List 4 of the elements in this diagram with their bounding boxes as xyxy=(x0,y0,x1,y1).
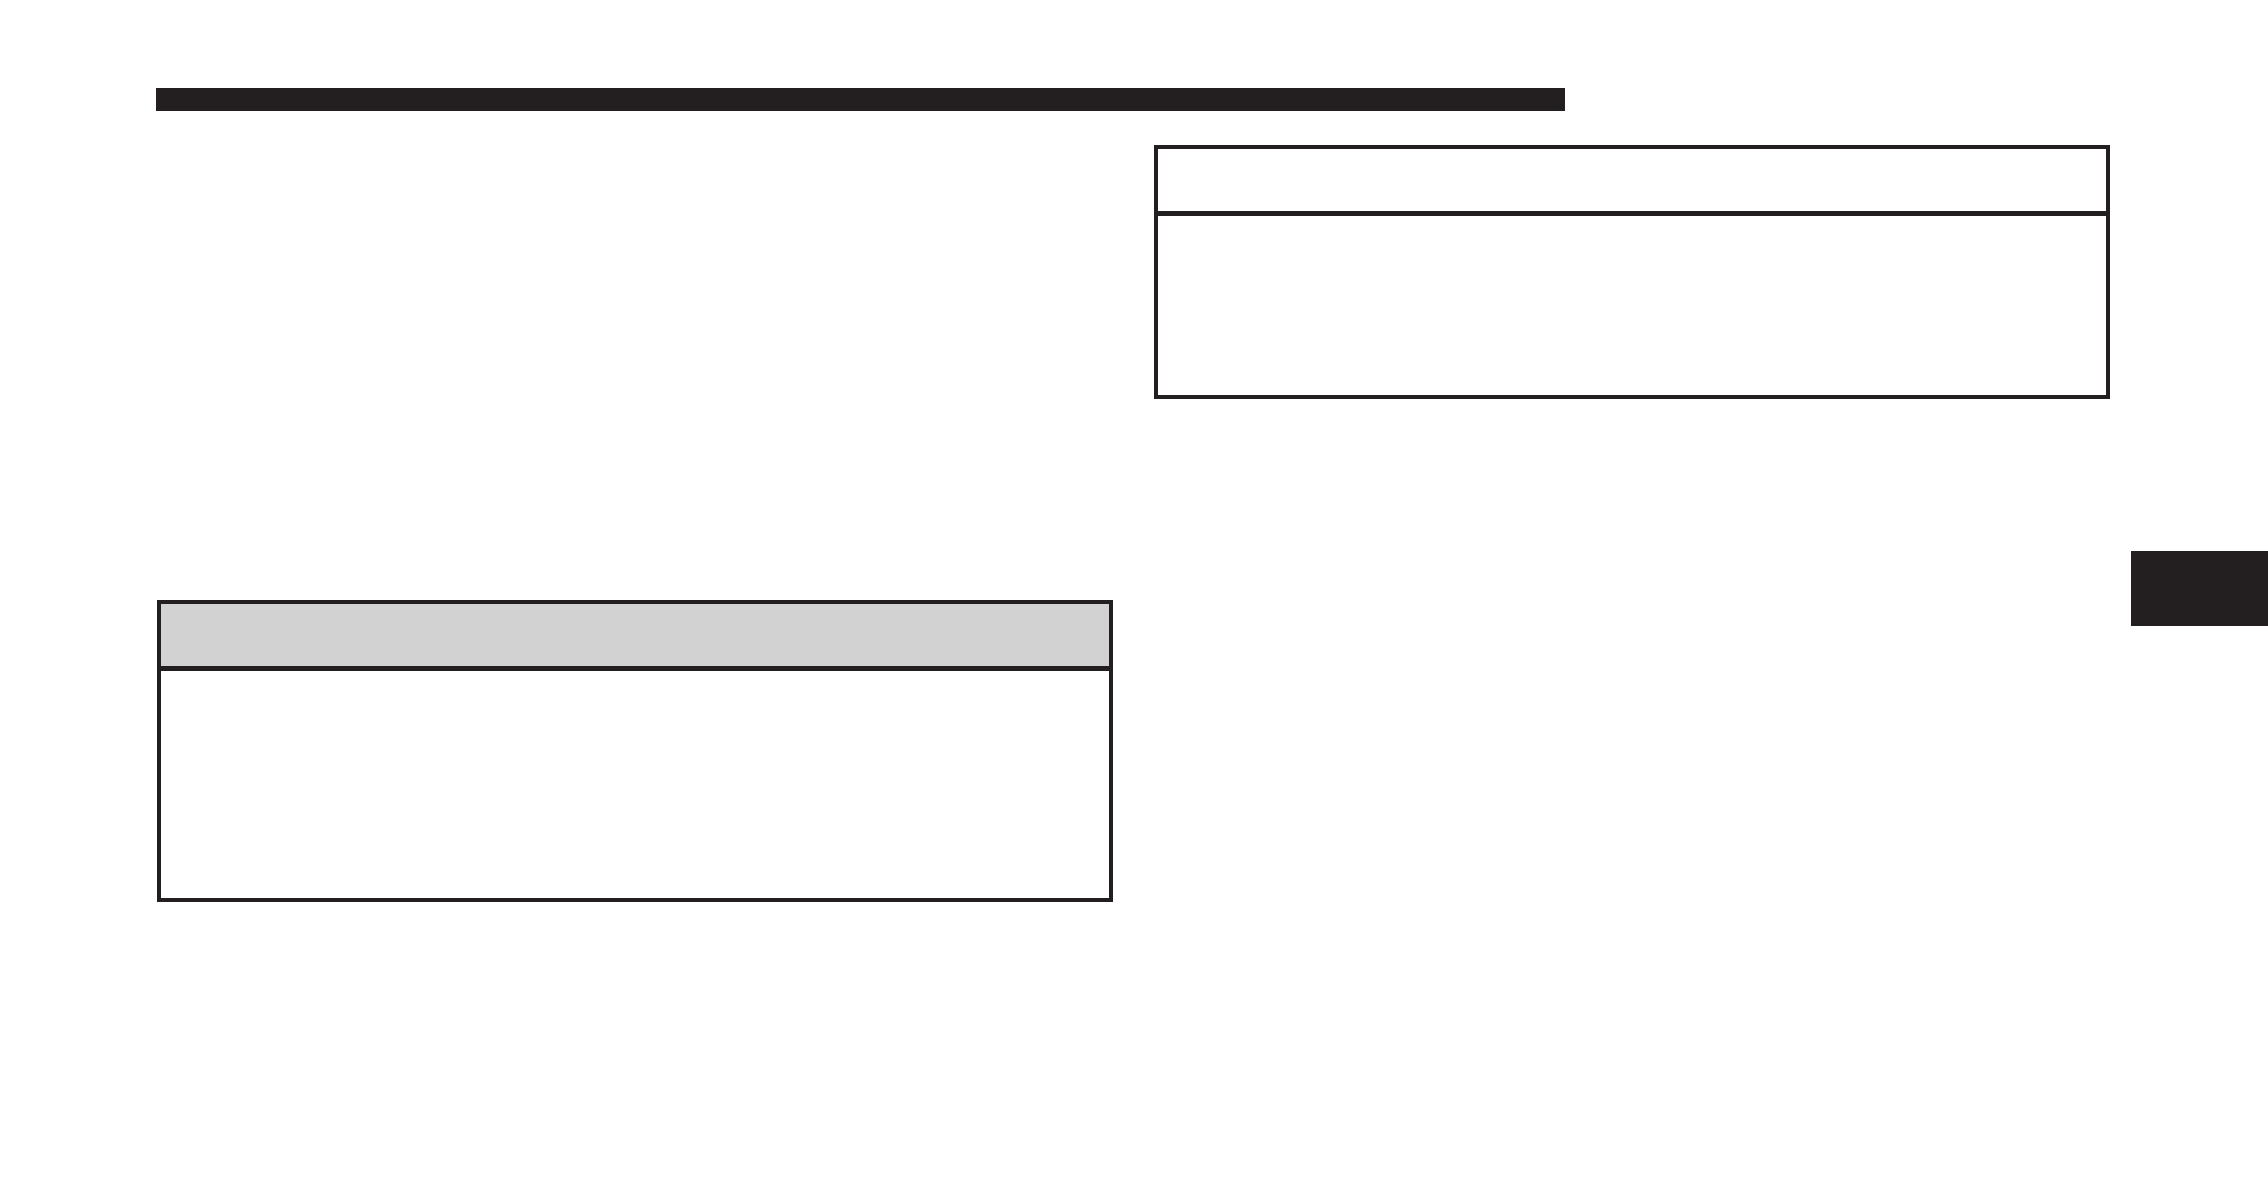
table-frame xyxy=(1154,145,2110,399)
table-frame xyxy=(157,600,1113,902)
section-tab xyxy=(2131,551,2268,626)
header-band xyxy=(161,604,1109,671)
